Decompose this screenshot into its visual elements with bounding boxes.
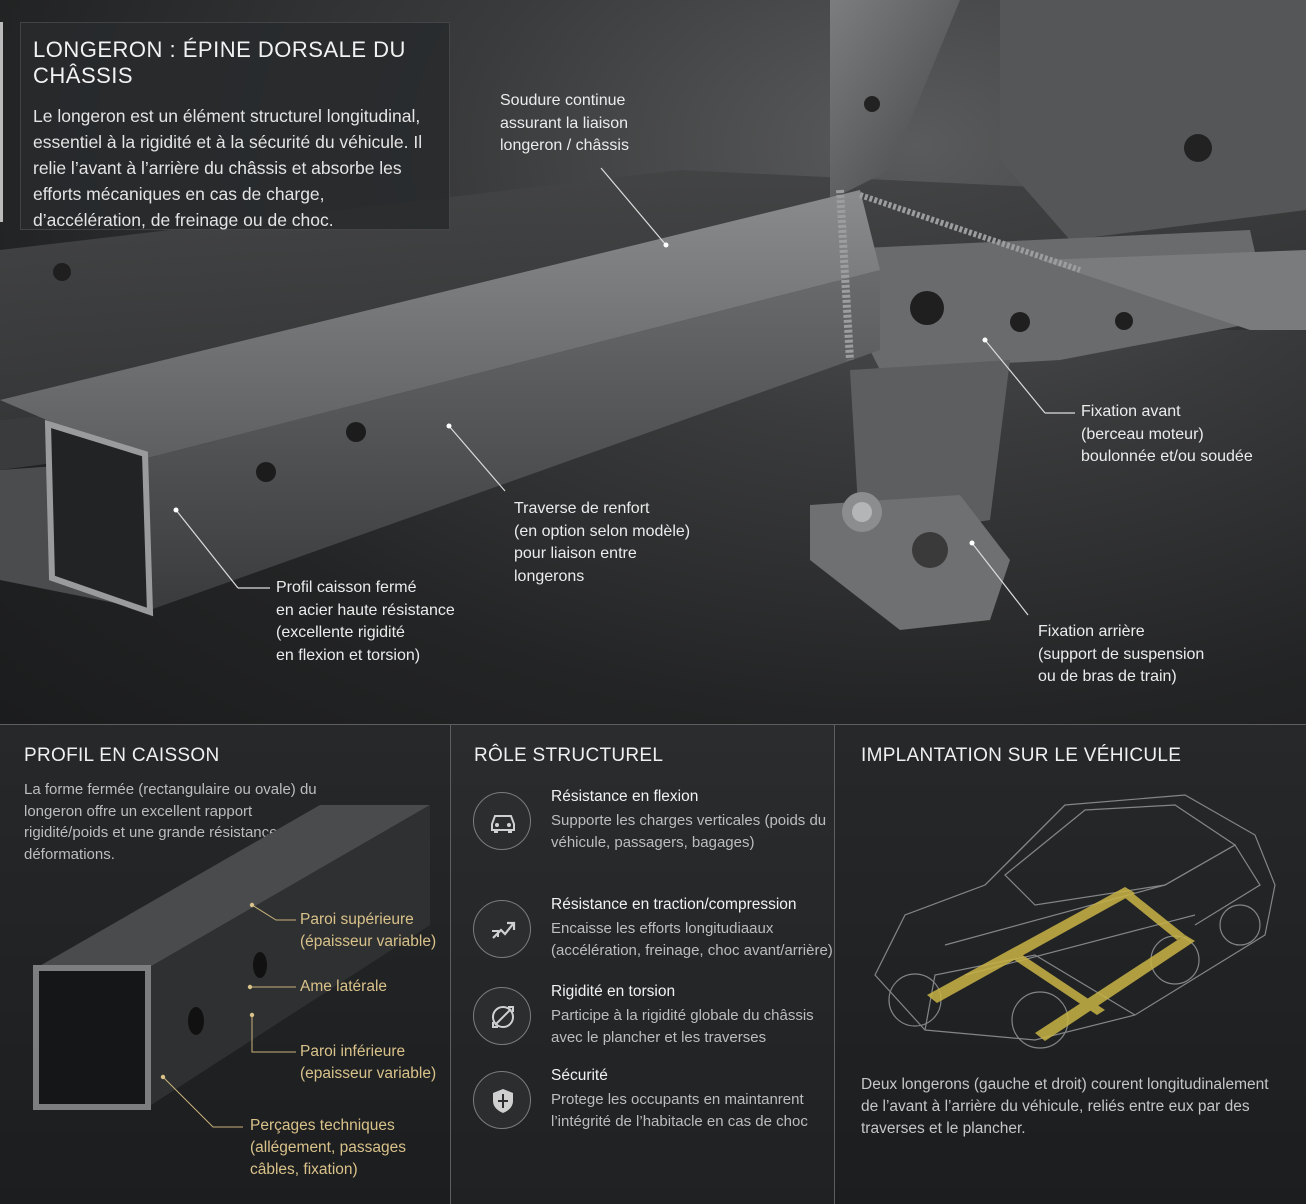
profil-title: PROFIL EN CAISSON (24, 745, 220, 766)
compression-arrows-icon (492, 921, 516, 939)
intro-box: LONGERON : ÉPINE DORSALE DU CHÂSSIS Le l… (20, 22, 450, 230)
box-section-illustration (33, 805, 430, 1128)
role-title-torsion: Rigidité en torsion (551, 983, 676, 1000)
role-text-torsion: Participe à la rigidité globale du châss… (551, 1007, 814, 1046)
callout-soudure: Soudure continue assurant la liaison lon… (500, 92, 629, 154)
label-percages: Perçages techniques (allégement, passage… (250, 1117, 406, 1178)
implantation-description: Deux longerons (gauche et droit) courent… (861, 1076, 1269, 1137)
chassis-rail-illustration (0, 0, 1306, 630)
label-paroi-inferieure: Paroi inférieure (epaisseur variable) (300, 1043, 437, 1082)
role-title-traction: Résistance en traction/compression (551, 896, 797, 913)
torsion-icon (492, 1006, 514, 1028)
shield-icon (493, 1089, 513, 1113)
implantation-title: IMPLANTATION SUR LE VÉHICULE (861, 745, 1182, 766)
callout-fixation-avant: Fixation avant (berceau moteur) boulonné… (1081, 403, 1253, 465)
role-title: RÔLE STRUCTUREL (474, 745, 664, 766)
role-text-flexion: Supporte les charges verticales (poids d… (551, 812, 827, 851)
car-xray-illustration (874, 794, 1276, 1049)
intro-accent-bar (0, 22, 3, 222)
role-text-securite: Protege les occupants en maintanrent l’i… (551, 1091, 808, 1130)
callout-profil: Profil caisson fermé en acier haute rési… (276, 579, 455, 664)
role-title-flexion: Résistance en flexion (551, 788, 699, 805)
intro-text: Le longeron est un élément structurel lo… (33, 106, 423, 230)
role-text-traction: Encaisse les efforts longitudiaaux (accé… (551, 920, 833, 959)
implantation-panel: IMPLANTATION SUR LE VÉHICULE Deux longer… (835, 725, 1306, 1204)
callout-fixation-arriere: Fixation arrière (support de suspension … (1038, 623, 1205, 685)
section-divider (0, 724, 1306, 725)
role-title-securite: Sécurité (551, 1067, 608, 1084)
callout-traverse: Traverse de renfort (en option selon mod… (514, 500, 691, 585)
car-icon (491, 815, 515, 833)
hero-illustration (0, 0, 1306, 724)
role-panel: RÔLE STRUCTUREL Résistance en flexion Su… (450, 725, 835, 1204)
page-title: LONGERON : ÉPINE DORSALE DU CHÂSSIS (33, 37, 406, 88)
label-ame-laterale: Ame latérale (300, 978, 388, 995)
profil-description: La forme fermée (rectangulaire ou ovale)… (24, 781, 317, 863)
profil-panel: PROFIL EN CAISSON La forme fermée (recta… (0, 725, 450, 1204)
label-paroi-superieure: Paroi supérieure (épaisseur variable) (300, 911, 437, 950)
